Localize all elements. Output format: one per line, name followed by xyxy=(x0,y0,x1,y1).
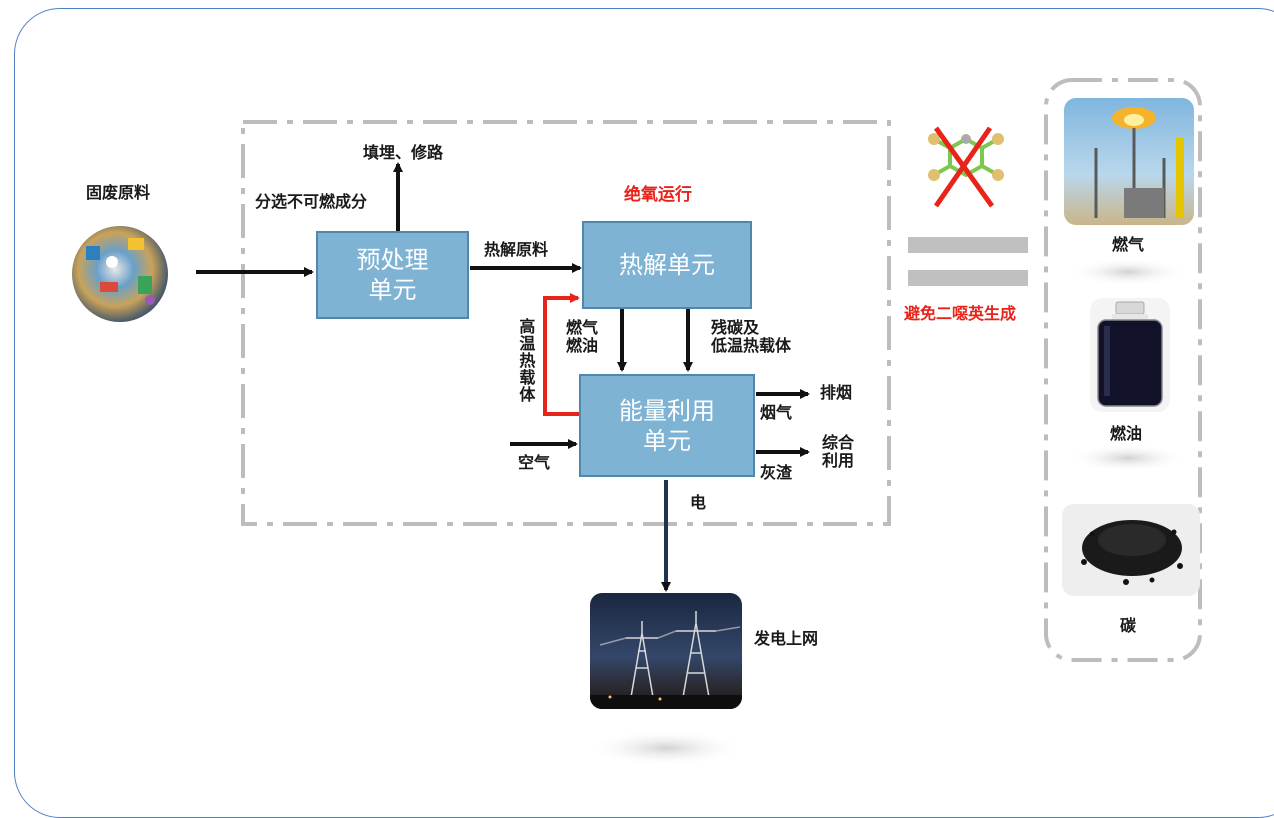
carbon-pellets-icon xyxy=(1081,520,1183,585)
residual-carbon-label: 残碳及 低温热载体 xyxy=(711,318,792,356)
product-carbon-label: 碳 xyxy=(1120,616,1137,635)
product-oil-label: 燃油 xyxy=(1110,424,1143,443)
pyrolysis-feed-label: 热解原料 xyxy=(484,240,549,259)
ash-label: 灰渣 xyxy=(760,463,793,482)
landfill-label: 填埋、修路 xyxy=(363,143,444,162)
avoid-dioxin-label: 避免二噁英生成 xyxy=(904,304,1017,323)
gas-flare-image xyxy=(1064,98,1194,225)
sorting-label: 分选不可燃成分 xyxy=(255,192,368,211)
electricity-label: 电 xyxy=(690,493,707,512)
flue-gas-label: 烟气 xyxy=(760,403,793,422)
equals-bar-top xyxy=(908,237,1028,253)
equals-bar-bottom xyxy=(908,270,1028,286)
heat-carrier-arrow xyxy=(543,293,580,416)
pyrolysis-unit: 热解单元 xyxy=(582,221,752,309)
process-boundary xyxy=(241,120,891,526)
air-label: 空气 xyxy=(518,453,551,472)
exhaust-label: 排烟 xyxy=(820,383,853,402)
diagram-canvas xyxy=(72,78,1202,766)
gas-oil-label: 燃气 燃油 xyxy=(566,318,599,356)
oil-bottle-icon xyxy=(1097,301,1163,407)
fuel-oil-image xyxy=(1090,298,1170,412)
pretreatment-unit: 预处理 单元 xyxy=(316,231,469,319)
carbon-image xyxy=(1062,504,1200,596)
solid-waste-icon xyxy=(72,226,168,322)
product-gas-label: 燃气 xyxy=(1112,235,1145,254)
grid-label: 发电上网 xyxy=(754,629,819,648)
anaerobic-operation-label: 绝氧运行 xyxy=(624,185,692,205)
raw-material-label: 固废原料 xyxy=(86,183,151,202)
comprehensive-use-label: 综合 利用 xyxy=(822,433,855,471)
power-grid-image xyxy=(590,593,742,709)
product-boundary xyxy=(1044,78,1202,662)
high-temp-carrier-label: 高温热载体 xyxy=(516,318,536,403)
gas-flare-icon xyxy=(1094,107,1184,218)
energy-utilization-unit: 能量利用 单元 xyxy=(579,374,755,477)
dioxin-crossed-icon xyxy=(928,126,1004,208)
transmission-tower-icon xyxy=(590,611,742,709)
